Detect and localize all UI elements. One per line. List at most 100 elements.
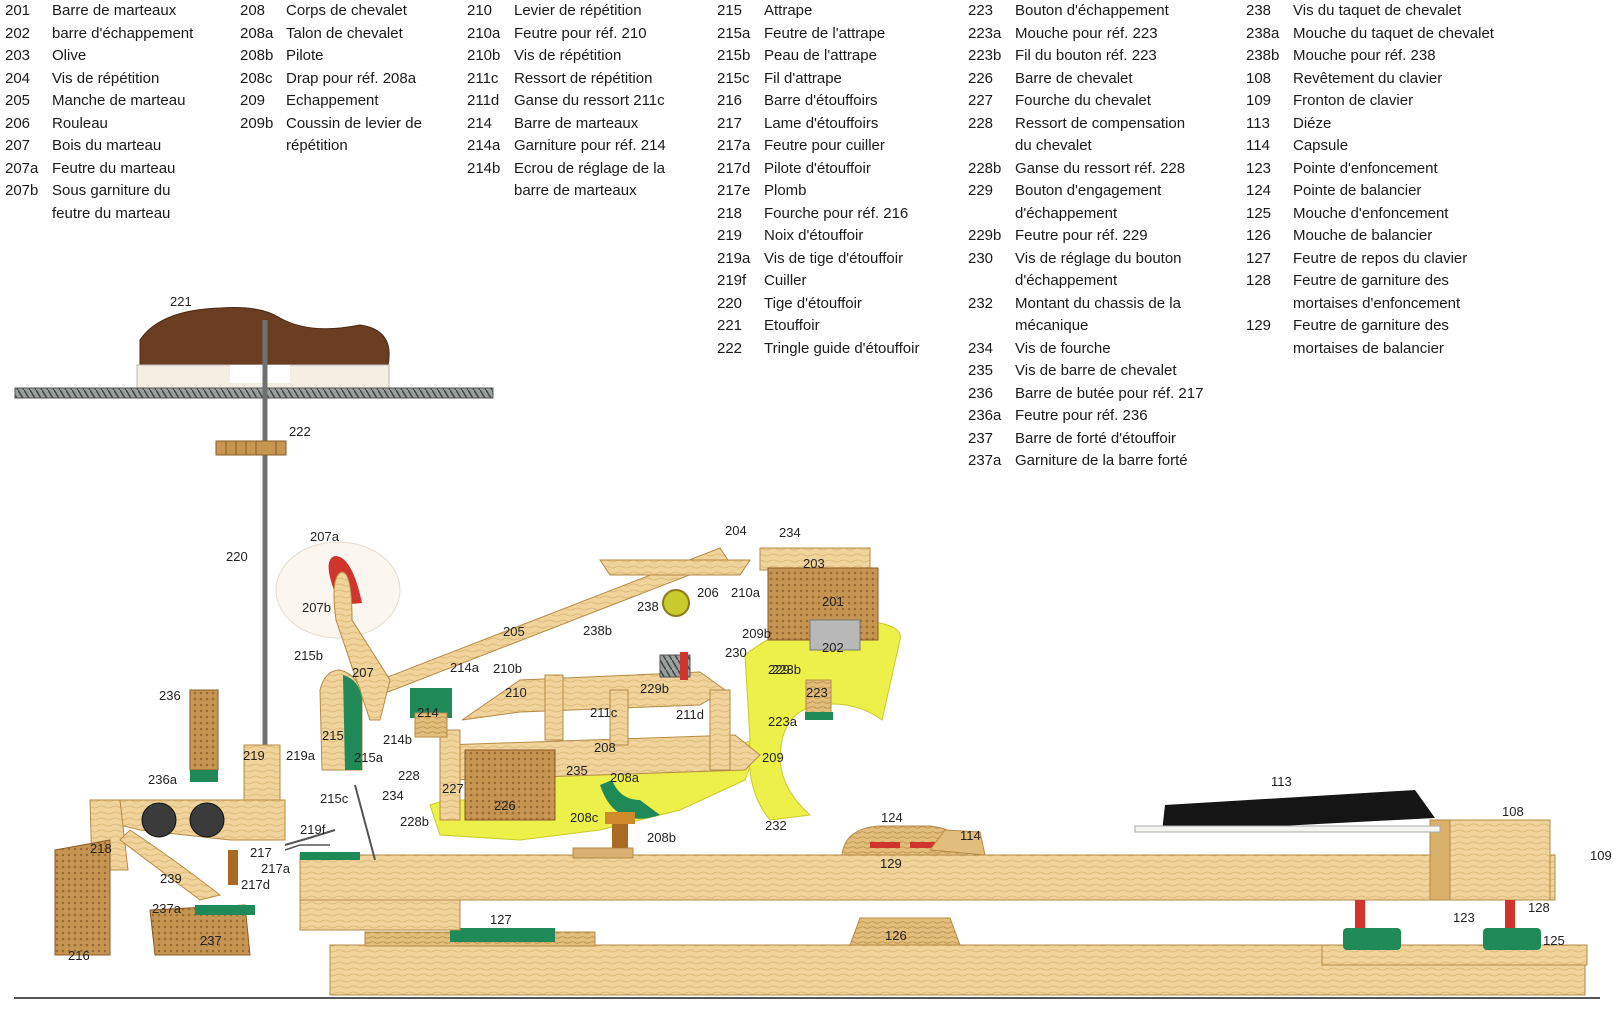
- butt-202: [809, 619, 861, 651]
- part-label-209b: 209b: [742, 626, 771, 641]
- legend-text: mortaises d'enfoncement: [1293, 294, 1461, 312]
- legend-number: 210: [467, 2, 493, 19]
- legend-text: mortaises de balancier: [1293, 339, 1444, 357]
- legend-number: 228b: [968, 159, 1002, 177]
- legend-number: 201: [5, 2, 31, 19]
- part-label-208c: 208c: [570, 810, 599, 825]
- legend-text: Fil d'attrape: [764, 69, 842, 87]
- part-label-210: 210: [505, 685, 527, 700]
- legend-text: d'échappement: [1015, 272, 1118, 289]
- part-label-215a: 215a: [354, 750, 384, 765]
- part-label-219a: 219a: [286, 748, 316, 763]
- rest-felt-127: [450, 928, 555, 942]
- part-label-216: 216: [68, 948, 90, 963]
- legend-number: 223a: [968, 24, 1002, 42]
- legend-number: 209: [240, 92, 266, 109]
- legend-text: Echappement: [286, 92, 379, 109]
- part-label-205: 205: [503, 624, 525, 639]
- legend-number: 223b: [968, 47, 1002, 64]
- legend-number: 228: [968, 114, 994, 132]
- part-label-236: 236: [159, 688, 181, 703]
- part-label-217: 217: [250, 845, 272, 860]
- legend-number: 217: [717, 114, 743, 132]
- legend-text: d'échappement: [1015, 204, 1118, 222]
- legend-text: Cuiller: [764, 272, 807, 289]
- legend-text: Revêtement du clavier: [1293, 69, 1443, 87]
- part-label-126: 126: [885, 928, 907, 943]
- part-label-236a: 236a: [148, 772, 178, 787]
- legend-text: Vis du taquet de chevalet: [1293, 2, 1462, 19]
- part-label-232: 232: [765, 818, 787, 833]
- legend-number: 109: [1246, 92, 1272, 109]
- legend-number: 214a: [467, 137, 501, 154]
- part-label-228b: 228b: [400, 814, 429, 829]
- legend-number: 238b: [1246, 47, 1280, 64]
- legend-text: mécanique: [1015, 317, 1089, 334]
- legend-number: 215b: [717, 47, 751, 64]
- part-label-207b: 207b: [302, 600, 331, 615]
- sharp-key-113: [1162, 790, 1435, 832]
- legend-text: Tige d'étouffoir: [764, 294, 862, 312]
- legend-text: Barre de marteaux: [514, 114, 639, 132]
- legend-text: Barre de forté d'étouffoir: [1015, 429, 1177, 447]
- part-label-218: 218: [90, 841, 112, 856]
- part-label-222: 222: [289, 424, 311, 439]
- part-label-127: 127: [490, 912, 512, 927]
- damper-screw-2: [189, 802, 225, 838]
- legend-number: 113: [1246, 114, 1270, 132]
- legend-text: Vis de tige d'étouffoir: [764, 249, 904, 267]
- legend-text: Ganse du ressort 211c: [514, 92, 665, 109]
- legend-text: Vis de barre de chevalet: [1015, 362, 1177, 379]
- legend-number: 238: [1246, 2, 1272, 19]
- wippen-rail-226: [464, 749, 556, 821]
- legend-number: 229: [968, 182, 994, 199]
- legend-text: Fronton de clavier: [1293, 92, 1414, 109]
- part-label-209: 209: [762, 750, 784, 765]
- legend-number: 219a: [717, 249, 751, 267]
- legend-text: Etouffoir: [764, 317, 820, 334]
- part-label-237: 237: [200, 933, 222, 948]
- part-label-123: 123: [1453, 910, 1475, 925]
- legend-number: 238a: [1246, 24, 1280, 42]
- legend-number: 234: [968, 339, 994, 357]
- legend-text: Ecrou de réglage de la: [514, 159, 665, 177]
- catcher-wire-215c: [354, 784, 376, 861]
- legend-text: Vis de fourche: [1015, 339, 1111, 357]
- legend-text: Fourche du chevalet: [1015, 92, 1151, 109]
- legend-number: 219f: [717, 272, 747, 289]
- legend-number: 208: [240, 2, 266, 19]
- legend-entry: 228 Ressort de compensation: [968, 113, 1203, 136]
- legend-text: Fourche pour réf. 216: [764, 204, 909, 222]
- part-label-207a: 207a: [310, 529, 340, 544]
- legend-number: 219: [717, 227, 743, 244]
- part-label-239: 239: [160, 871, 182, 886]
- legend-text: Coussin de levier de: [286, 114, 422, 132]
- legend-text: Montant du chassis de la: [1015, 294, 1181, 312]
- legend-text: Ressort de répétition: [514, 69, 653, 87]
- legend-number: 217d: [717, 159, 751, 177]
- legend-text: Ressort de compensation: [1015, 114, 1186, 132]
- part-label-215b: 215b: [294, 648, 323, 663]
- part-label-238: 238: [637, 599, 659, 614]
- part-label-219f: 219f: [300, 822, 326, 837]
